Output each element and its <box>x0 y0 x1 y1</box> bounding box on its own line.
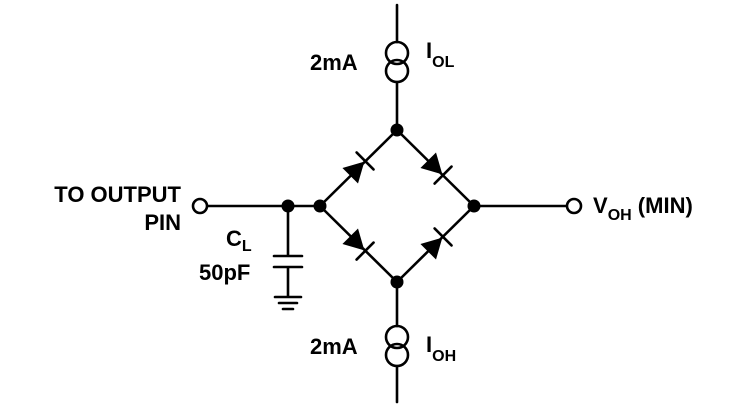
top-source-name: IOL <box>426 38 455 71</box>
bottom-current-source-icon <box>384 324 410 368</box>
node-left <box>313 199 327 213</box>
node-right <box>467 199 481 213</box>
bottom-source-name: IOH <box>426 332 456 365</box>
diodes <box>342 151 453 261</box>
junction-nodes <box>281 123 481 289</box>
output-label: VOH (MIN) <box>593 193 693 224</box>
ground-icon <box>273 295 303 311</box>
diode-top-right-icon <box>420 152 453 185</box>
capacitor-value: 50pF <box>199 260 250 285</box>
input-terminal <box>191 197 209 215</box>
diode-bottom-left-icon <box>342 228 375 261</box>
capacitor-name: CL <box>226 226 252 255</box>
capacitor-symbol <box>272 254 304 269</box>
input-label-line1: TO OUTPUT <box>54 182 181 207</box>
input-label-line2: PIN <box>144 210 181 235</box>
bottom-source-value: 2mA <box>310 334 358 359</box>
diode-bottom-right-icon <box>420 227 453 260</box>
node-bottom <box>390 275 404 289</box>
node-top <box>390 123 404 137</box>
output-terminal <box>565 197 583 215</box>
top-source-value: 2mA <box>310 50 358 75</box>
node-capacitor <box>281 199 295 213</box>
top-current-source-icon <box>384 40 410 84</box>
diode-top-left-icon <box>342 151 375 184</box>
